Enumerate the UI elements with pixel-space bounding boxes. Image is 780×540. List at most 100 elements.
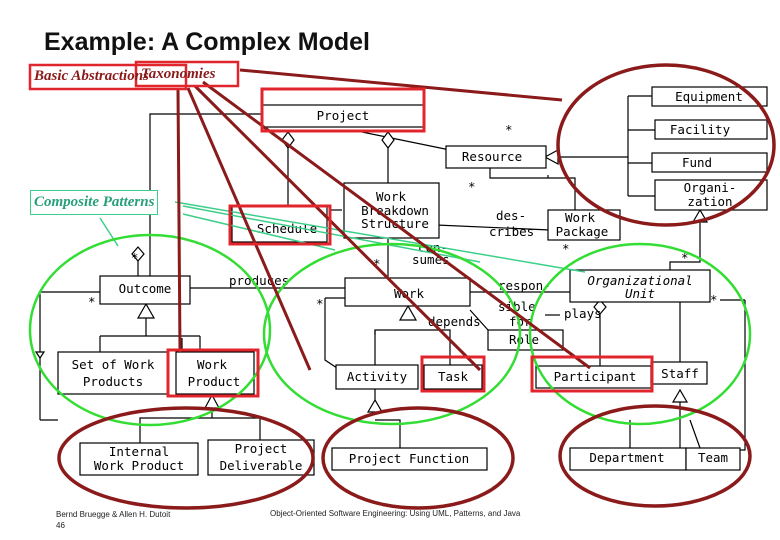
taxonomies-label: Taxonomies [141, 66, 216, 82]
page-title: Example: A Complex Model [44, 28, 370, 56]
highlight-taxonomies-label [134, 60, 240, 88]
svg-text:zation: zation [687, 194, 732, 209]
svg-text:Role: Role [509, 332, 539, 347]
svg-text:cribes: cribes [489, 224, 534, 239]
svg-text:Package: Package [556, 224, 609, 239]
svg-text:Internal: Internal [109, 444, 169, 459]
svg-text:Work: Work [376, 189, 407, 204]
svg-text:Outcome: Outcome [119, 281, 172, 296]
inheritance-triangle [671, 388, 689, 403]
svg-text:Department: Department [589, 450, 664, 465]
aggregation-diamond [34, 351, 46, 360]
footer-author-names: Bernd Bruegge & Allen H. Dutoit [56, 510, 171, 519]
svg-text:plays: plays [564, 306, 602, 321]
footer-book-title: Object-Oriented Software Engineering: Us… [270, 509, 521, 518]
svg-text:*: * [681, 250, 689, 265]
svg-text:for: for [509, 314, 532, 329]
class-equipment: Equipment [651, 86, 768, 107]
class-activity: Activity [335, 364, 419, 390]
taxonomy-ellipse-work-product [57, 406, 315, 510]
svg-text:*: * [505, 122, 513, 137]
composite-patterns-label: Composite Patterns [30, 190, 159, 215]
inheritance-triangle [136, 302, 156, 319]
pattern-ellipse-participant [528, 242, 752, 426]
basic-abstractions-label: Basic Abstractions [34, 68, 149, 84]
svg-text:*: * [131, 250, 139, 265]
class-project-deliverable: Project Deliverable [207, 439, 315, 476]
svg-text:Deliverable: Deliverable [220, 458, 303, 473]
svg-text:Work: Work [565, 210, 596, 225]
svg-text:Activity: Activity [347, 369, 408, 384]
svg-text:Team: Team [698, 450, 728, 465]
aggregation-diamond [593, 299, 607, 315]
highlight-task [420, 355, 486, 393]
svg-text:*: * [373, 256, 381, 271]
inheritance-triangle [543, 148, 559, 166]
class-resource: Resource [445, 145, 547, 169]
svg-text:produces: produces [229, 273, 289, 288]
class-task: Task [423, 364, 483, 390]
diagram-lines [39, 95, 746, 451]
highlight-work-product [166, 348, 260, 398]
svg-text:Project: Project [235, 441, 288, 456]
svg-text:Resource: Resource [462, 149, 522, 164]
class-staff: Staff [650, 361, 708, 385]
highlight-schedule [228, 204, 332, 246]
class-participant: Participant [535, 365, 652, 389]
class-set-of-work-products: Set of Work Products [57, 351, 169, 395]
taxonomy-ellipse-resource [556, 63, 776, 227]
taxonomy-ellipse-activity [321, 406, 515, 510]
highlight-project [260, 87, 426, 133]
class-outcome: Outcome [99, 275, 191, 305]
diagram-markers [34, 131, 709, 413]
svg-text:Unit: Unit [625, 286, 655, 301]
svg-text:Set of Work: Set of Work [72, 357, 155, 372]
taxonomy-ellipse-participant [558, 404, 752, 508]
highlight-basic-abstractions-label [28, 63, 188, 91]
pattern-ellipse-outcome [28, 233, 272, 427]
aggregation-diamond [381, 131, 395, 149]
class-work: Work [344, 277, 471, 307]
svg-text:Work Product: Work Product [94, 458, 184, 473]
svg-text:Products: Products [83, 374, 143, 389]
inheritance-triangle [398, 304, 418, 321]
class-internal-work-product: Internal Work Product [79, 442, 199, 476]
svg-text:*: * [562, 241, 570, 256]
svg-text:Breakdown: Breakdown [361, 203, 429, 218]
class-work-product: Work Product [175, 351, 255, 395]
svg-text:*: * [468, 179, 476, 194]
svg-text:Task: Task [438, 369, 469, 384]
class-fund: Fund [651, 152, 768, 173]
footer-page-number: 46 [56, 521, 65, 530]
svg-text:Schedule: Schedule [257, 221, 317, 236]
svg-text:*: * [316, 296, 324, 311]
svg-text:Project: Project [317, 108, 370, 123]
svg-text:Work: Work [197, 357, 228, 372]
class-team: Team [685, 447, 741, 471]
aggregation-diamond [131, 246, 145, 262]
taxonomy-callouts [57, 63, 776, 510]
svg-text:Project Function: Project Function [349, 451, 469, 466]
highlight-participant [530, 355, 654, 393]
association-labels: produces con- sumes des- cribes respon- … [88, 122, 718, 329]
class-facility: Facility [654, 119, 768, 140]
class-organizational-unit: Organizational Unit [569, 269, 711, 303]
svg-text:Product: Product [188, 374, 241, 389]
basic-abstraction-highlights [28, 60, 654, 398]
svg-text:Facility: Facility [670, 122, 731, 137]
svg-text:*: * [710, 292, 718, 307]
class-department: Department [569, 447, 687, 471]
svg-text:sible: sible [498, 299, 536, 314]
svg-text:Organi-: Organi- [684, 180, 737, 195]
class-work-breakdown-structure: Work Breakdown Structure [343, 182, 440, 239]
svg-text:Organizational: Organizational [587, 273, 692, 288]
svg-text:respon-: respon- [498, 278, 551, 293]
svg-text:des-: des- [496, 208, 526, 223]
svg-text:*: * [88, 294, 96, 309]
class-project: Project [261, 104, 425, 128]
svg-text:Participant: Participant [554, 369, 637, 384]
svg-text:Fund: Fund [682, 155, 712, 170]
svg-text:Equipment: Equipment [675, 89, 743, 104]
class-work-package: Work Package [547, 209, 621, 241]
